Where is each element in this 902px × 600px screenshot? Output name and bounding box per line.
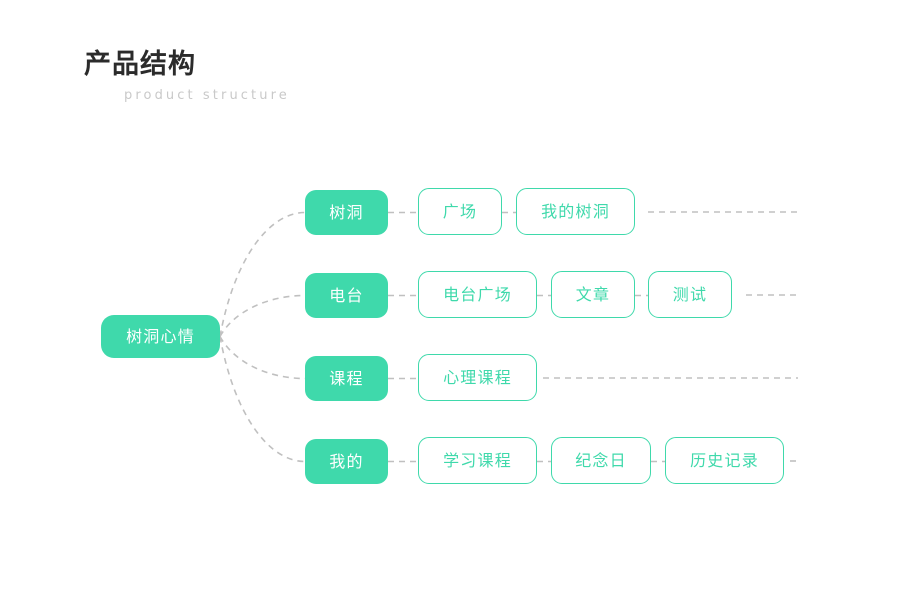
child-node-1-0-label: 电台广场 [443, 284, 512, 304]
child-node-1-1[interactable]: 文章 [551, 271, 635, 318]
child-node-3-0[interactable]: 学习课程 [418, 437, 537, 484]
child-node-2-0-label: 心理课程 [443, 367, 512, 387]
child-node-1-0[interactable]: 电台广场 [418, 271, 537, 318]
branch-node-1-label: 电台 [329, 285, 364, 305]
connector-root-to-branch-0 [219, 211, 306, 337]
branch-node-2-label: 课程 [329, 368, 364, 388]
branch-node-1[interactable]: 电台 [305, 273, 388, 318]
child-node-3-1-label: 纪念日 [575, 450, 627, 470]
child-node-1-2[interactable]: 测试 [648, 271, 732, 318]
branch-node-0-label: 树洞 [329, 202, 364, 222]
child-node-0-0-label: 广场 [442, 201, 478, 221]
branch-node-3[interactable]: 我的 [305, 439, 388, 484]
root-node-label: 树洞心情 [126, 326, 195, 346]
root-node[interactable]: 树洞心情 [101, 315, 220, 358]
child-node-1-2-label: 测试 [672, 284, 708, 304]
branch-node-0[interactable]: 树洞 [305, 190, 388, 235]
page-subtitle: product structure [124, 88, 290, 103]
connector-root-to-branch-1 [219, 294, 306, 337]
child-node-1-1-label: 文章 [575, 284, 611, 304]
child-node-0-1[interactable]: 我的树洞 [516, 188, 635, 235]
child-node-3-2-label: 历史记录 [690, 450, 759, 470]
child-node-3-2[interactable]: 历史记录 [665, 437, 784, 484]
child-node-3-0-label: 学习课程 [443, 450, 512, 470]
child-node-0-1-label: 我的树洞 [541, 201, 610, 221]
page-header: 产品结构 product structure [84, 48, 290, 103]
child-node-2-0[interactable]: 心理课程 [418, 354, 537, 401]
connector-root-to-branch-2 [219, 336, 306, 380]
page-title: 产品结构 [84, 49, 196, 80]
connector-root-to-branch-3 [219, 336, 306, 463]
child-node-0-0[interactable]: 广场 [418, 188, 502, 235]
child-node-3-1[interactable]: 纪念日 [551, 437, 651, 484]
branch-node-3-label: 我的 [329, 451, 364, 471]
branch-node-2[interactable]: 课程 [305, 356, 388, 401]
